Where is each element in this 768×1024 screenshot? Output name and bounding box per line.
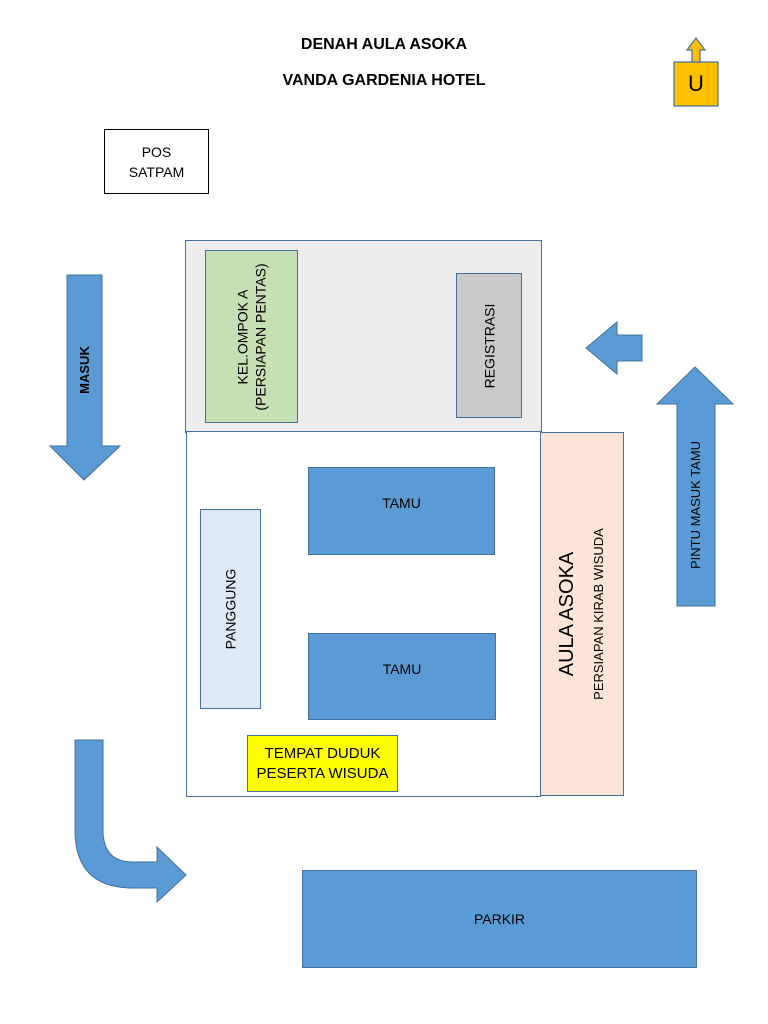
tamu-top-box: TAMU	[308, 467, 495, 555]
pos-satpam-line2: SATPAM	[128, 163, 185, 180]
aula-asoka-text: AULA ASOKA PERSIAPAN KIRAB WISUDA	[554, 528, 610, 700]
parkir-box: PARKIR	[302, 870, 697, 968]
diagram-subtitle: VANDA GARDENIA HOTEL	[282, 72, 486, 89]
compass-box	[673, 61, 719, 107]
left-arrow	[585, 320, 643, 376]
kelompok-a-line1: KEL.OMPOK A	[234, 289, 251, 384]
tempat-duduk-box: TEMPAT DUDUK PESERTA WISUDA	[247, 735, 398, 792]
kelompok-a-box: KEL.OMPOK A (PERSIAPAN PENTAS)	[205, 250, 298, 423]
diagram-title: DENAH AULA ASOKA	[300, 36, 468, 53]
panggung-box: PANGGUNG	[200, 509, 261, 709]
tamu-bottom-label: TAMU	[382, 660, 422, 677]
tamu-bottom-box: TAMU	[308, 633, 496, 720]
north-arrow-icon	[685, 37, 707, 63]
pintu-masuk-arrow	[655, 366, 735, 607]
pintu-masuk-label: PINTU MASUK TAMU	[688, 440, 703, 570]
compass-label: U	[688, 71, 704, 96]
masuk-label: MASUK	[76, 346, 92, 394]
pintu-masuk-label-box: PINTU MASUK TAMU	[677, 420, 715, 590]
parkir-label: PARKIR	[473, 911, 526, 927]
aula-asoka-sub: PERSIAPAN KIRAB WISUDA	[591, 528, 606, 700]
tamu-top-label: TAMU	[382, 495, 421, 511]
panggung-label: PANGGUNG	[222, 568, 239, 650]
aula-asoka-box: AULA ASOKA PERSIAPAN KIRAB WISUDA	[540, 432, 624, 796]
tempat-duduk-line1: TEMPAT DUDUK	[264, 744, 381, 762]
registrasi-label: REGISTRASI	[481, 303, 498, 388]
pos-satpam-box: POS SATPAM	[104, 129, 209, 194]
masuk-arrow	[48, 274, 122, 481]
kelompok-a-line2: (PERSIAPAN PENTAS)	[252, 262, 269, 411]
tempat-duduk-line2: PESERTA WISUDA	[256, 764, 389, 782]
aula-asoka-name: AULA ASOKA	[556, 551, 578, 677]
bent-arrow	[74, 739, 187, 904]
pos-satpam-line1: POS	[141, 143, 172, 160]
masuk-label-box: MASUK	[67, 335, 102, 405]
registrasi-box: REGISTRASI	[456, 273, 522, 418]
kelompok-a-text: KEL.OMPOK A (PERSIAPAN PENTAS)	[234, 263, 270, 410]
